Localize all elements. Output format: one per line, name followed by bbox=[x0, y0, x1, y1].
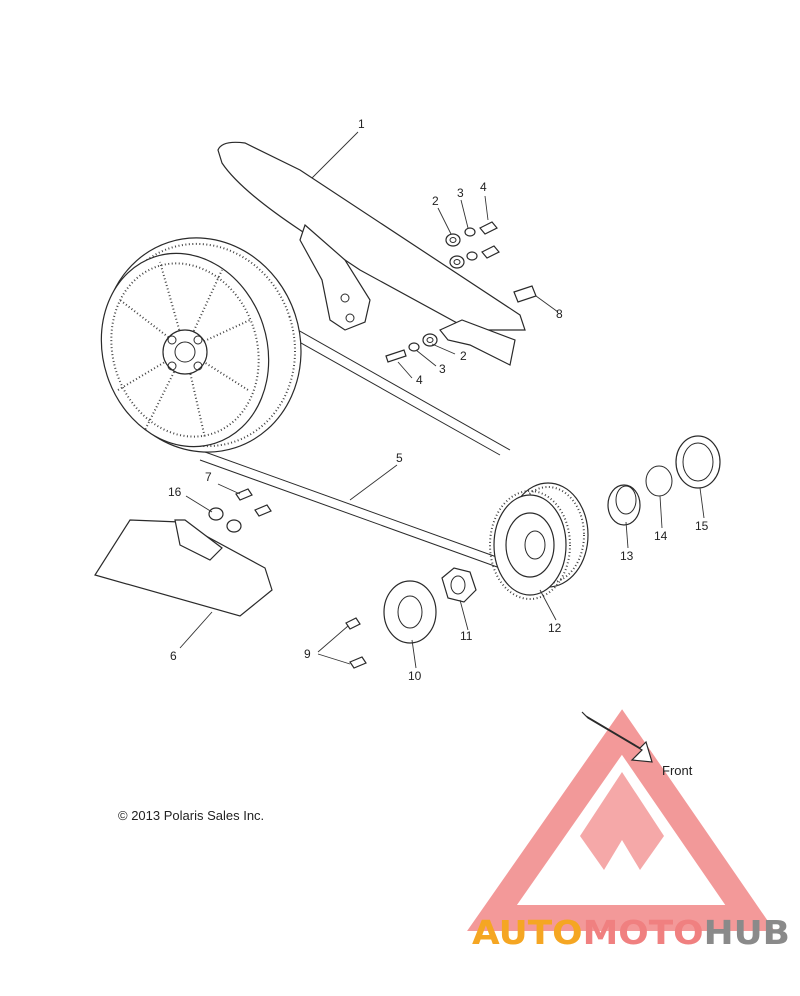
callout-3-lower: 3 bbox=[439, 362, 446, 376]
callout-13: 13 bbox=[620, 549, 634, 563]
callout-10: 10 bbox=[408, 669, 422, 683]
washer-3b bbox=[408, 342, 420, 352]
rear-wheel-pulley bbox=[100, 237, 302, 453]
callout-2-lower: 2 bbox=[460, 349, 467, 363]
callout-3-upper: 3 bbox=[457, 186, 464, 200]
o-ring-14 bbox=[645, 465, 673, 497]
grommet-2a bbox=[445, 233, 465, 269]
callout-16: 16 bbox=[168, 485, 182, 499]
watermark-hub: HUB bbox=[704, 913, 790, 952]
bearing-15 bbox=[675, 435, 721, 489]
callout-9: 9 bbox=[304, 647, 311, 661]
callout-7: 7 bbox=[205, 470, 212, 484]
seal-13 bbox=[607, 484, 641, 526]
nut-11 bbox=[441, 567, 477, 603]
bolt-4a bbox=[479, 221, 500, 259]
watermark-logo bbox=[467, 709, 775, 931]
front-label: Front bbox=[662, 763, 693, 778]
grommet-16 bbox=[208, 507, 242, 533]
belt-guard bbox=[217, 141, 526, 366]
bolt-4b bbox=[385, 349, 407, 363]
grommet-2b bbox=[422, 333, 438, 347]
callout-6: 6 bbox=[170, 649, 177, 663]
watermark-triangle bbox=[467, 709, 775, 931]
callout-15: 15 bbox=[695, 519, 709, 533]
callout-4-lower: 4 bbox=[416, 373, 423, 387]
screw-9 bbox=[345, 617, 367, 669]
front-drive-sprocket bbox=[489, 482, 589, 600]
bolt-7 bbox=[235, 488, 272, 517]
lock-plate-10 bbox=[383, 580, 437, 644]
lower-belt-guard bbox=[94, 519, 273, 617]
front-direction-arrow bbox=[581, 711, 653, 763]
callout-1: 1 bbox=[358, 117, 365, 131]
callout-12: 12 bbox=[548, 621, 562, 635]
callout-5: 5 bbox=[396, 451, 403, 465]
callouts: 1 2 3 4 8 2 3 4 5 7 16 6 9 10 11 12 13 1… bbox=[168, 117, 709, 683]
callout-4-upper: 4 bbox=[480, 180, 487, 194]
leader-lines bbox=[179, 131, 705, 669]
callout-8: 8 bbox=[556, 307, 563, 321]
callout-2-upper: 2 bbox=[432, 194, 439, 208]
watermark-auto: AUTO bbox=[472, 913, 583, 952]
copyright-note: © 2013 Polaris Sales Inc. bbox=[118, 808, 264, 823]
spacer-8 bbox=[513, 285, 537, 303]
watermark-moto: MOTO bbox=[583, 913, 704, 952]
callout-11: 11 bbox=[460, 629, 473, 643]
watermark-inner-mark bbox=[580, 772, 664, 870]
callout-14: 14 bbox=[654, 529, 668, 543]
washer-3a bbox=[464, 227, 478, 261]
